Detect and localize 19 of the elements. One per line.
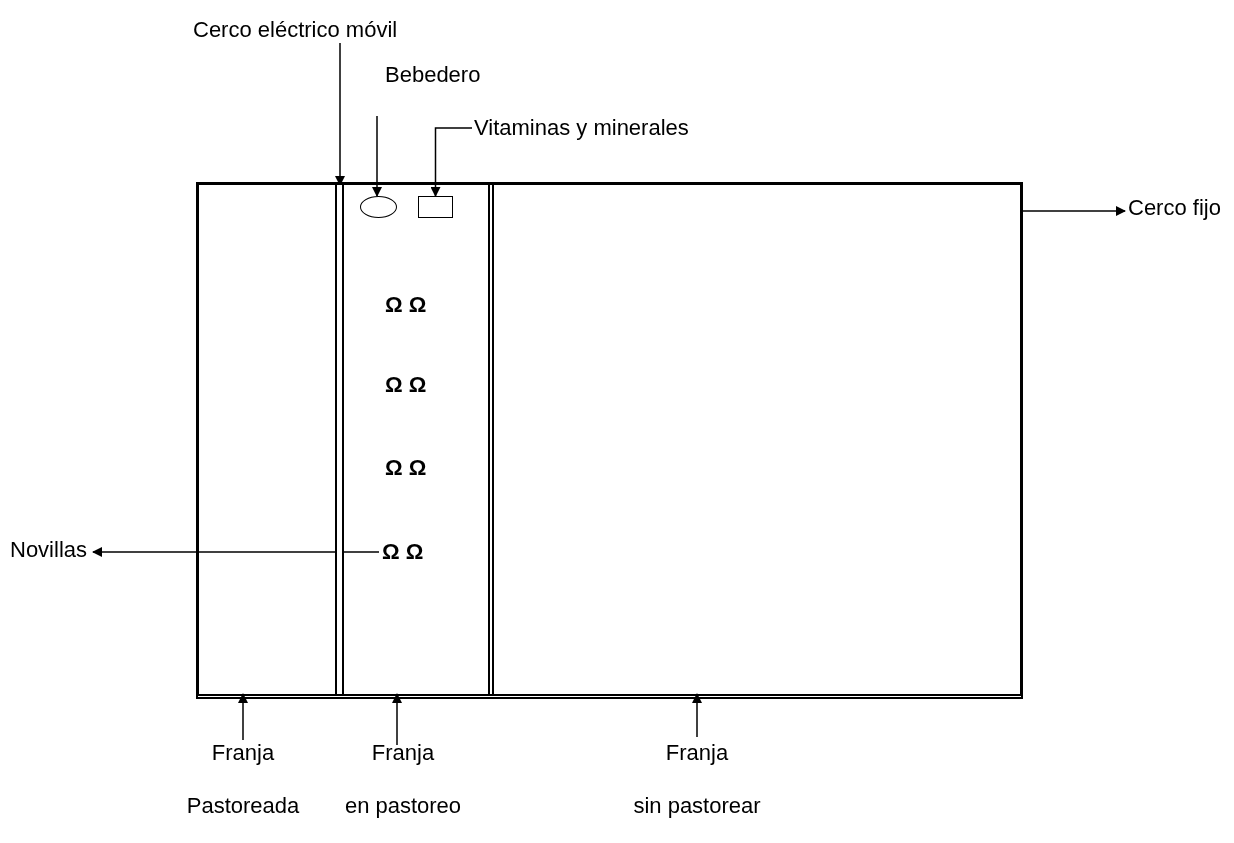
leader-arrow bbox=[92, 547, 380, 557]
heifer-symbols: Ω Ω bbox=[382, 539, 424, 565]
label-text: Bebedero bbox=[385, 62, 481, 88]
leader-arrow bbox=[238, 693, 248, 741]
heifer-symbols: Ω Ω bbox=[385, 372, 427, 398]
label-text: Novillas bbox=[10, 537, 88, 563]
leader-arrow bbox=[430, 127, 473, 197]
supplement-box bbox=[418, 196, 453, 218]
leader-arrow bbox=[392, 693, 402, 746]
label-text: Franja sin pastorear bbox=[607, 726, 787, 832]
label-text: Cerco fijo bbox=[1128, 195, 1221, 221]
heifer-symbols: Ω Ω bbox=[385, 292, 427, 318]
label-text: Cerco eléctrico móvil bbox=[193, 17, 398, 43]
leader-arrow bbox=[1022, 206, 1126, 216]
label-text: Vitaminas y minerales bbox=[474, 115, 689, 141]
leader-arrow bbox=[372, 115, 382, 197]
field-outline bbox=[196, 182, 1023, 699]
leader-arrow bbox=[692, 693, 702, 738]
heifer-symbols: Ω Ω bbox=[385, 455, 427, 481]
